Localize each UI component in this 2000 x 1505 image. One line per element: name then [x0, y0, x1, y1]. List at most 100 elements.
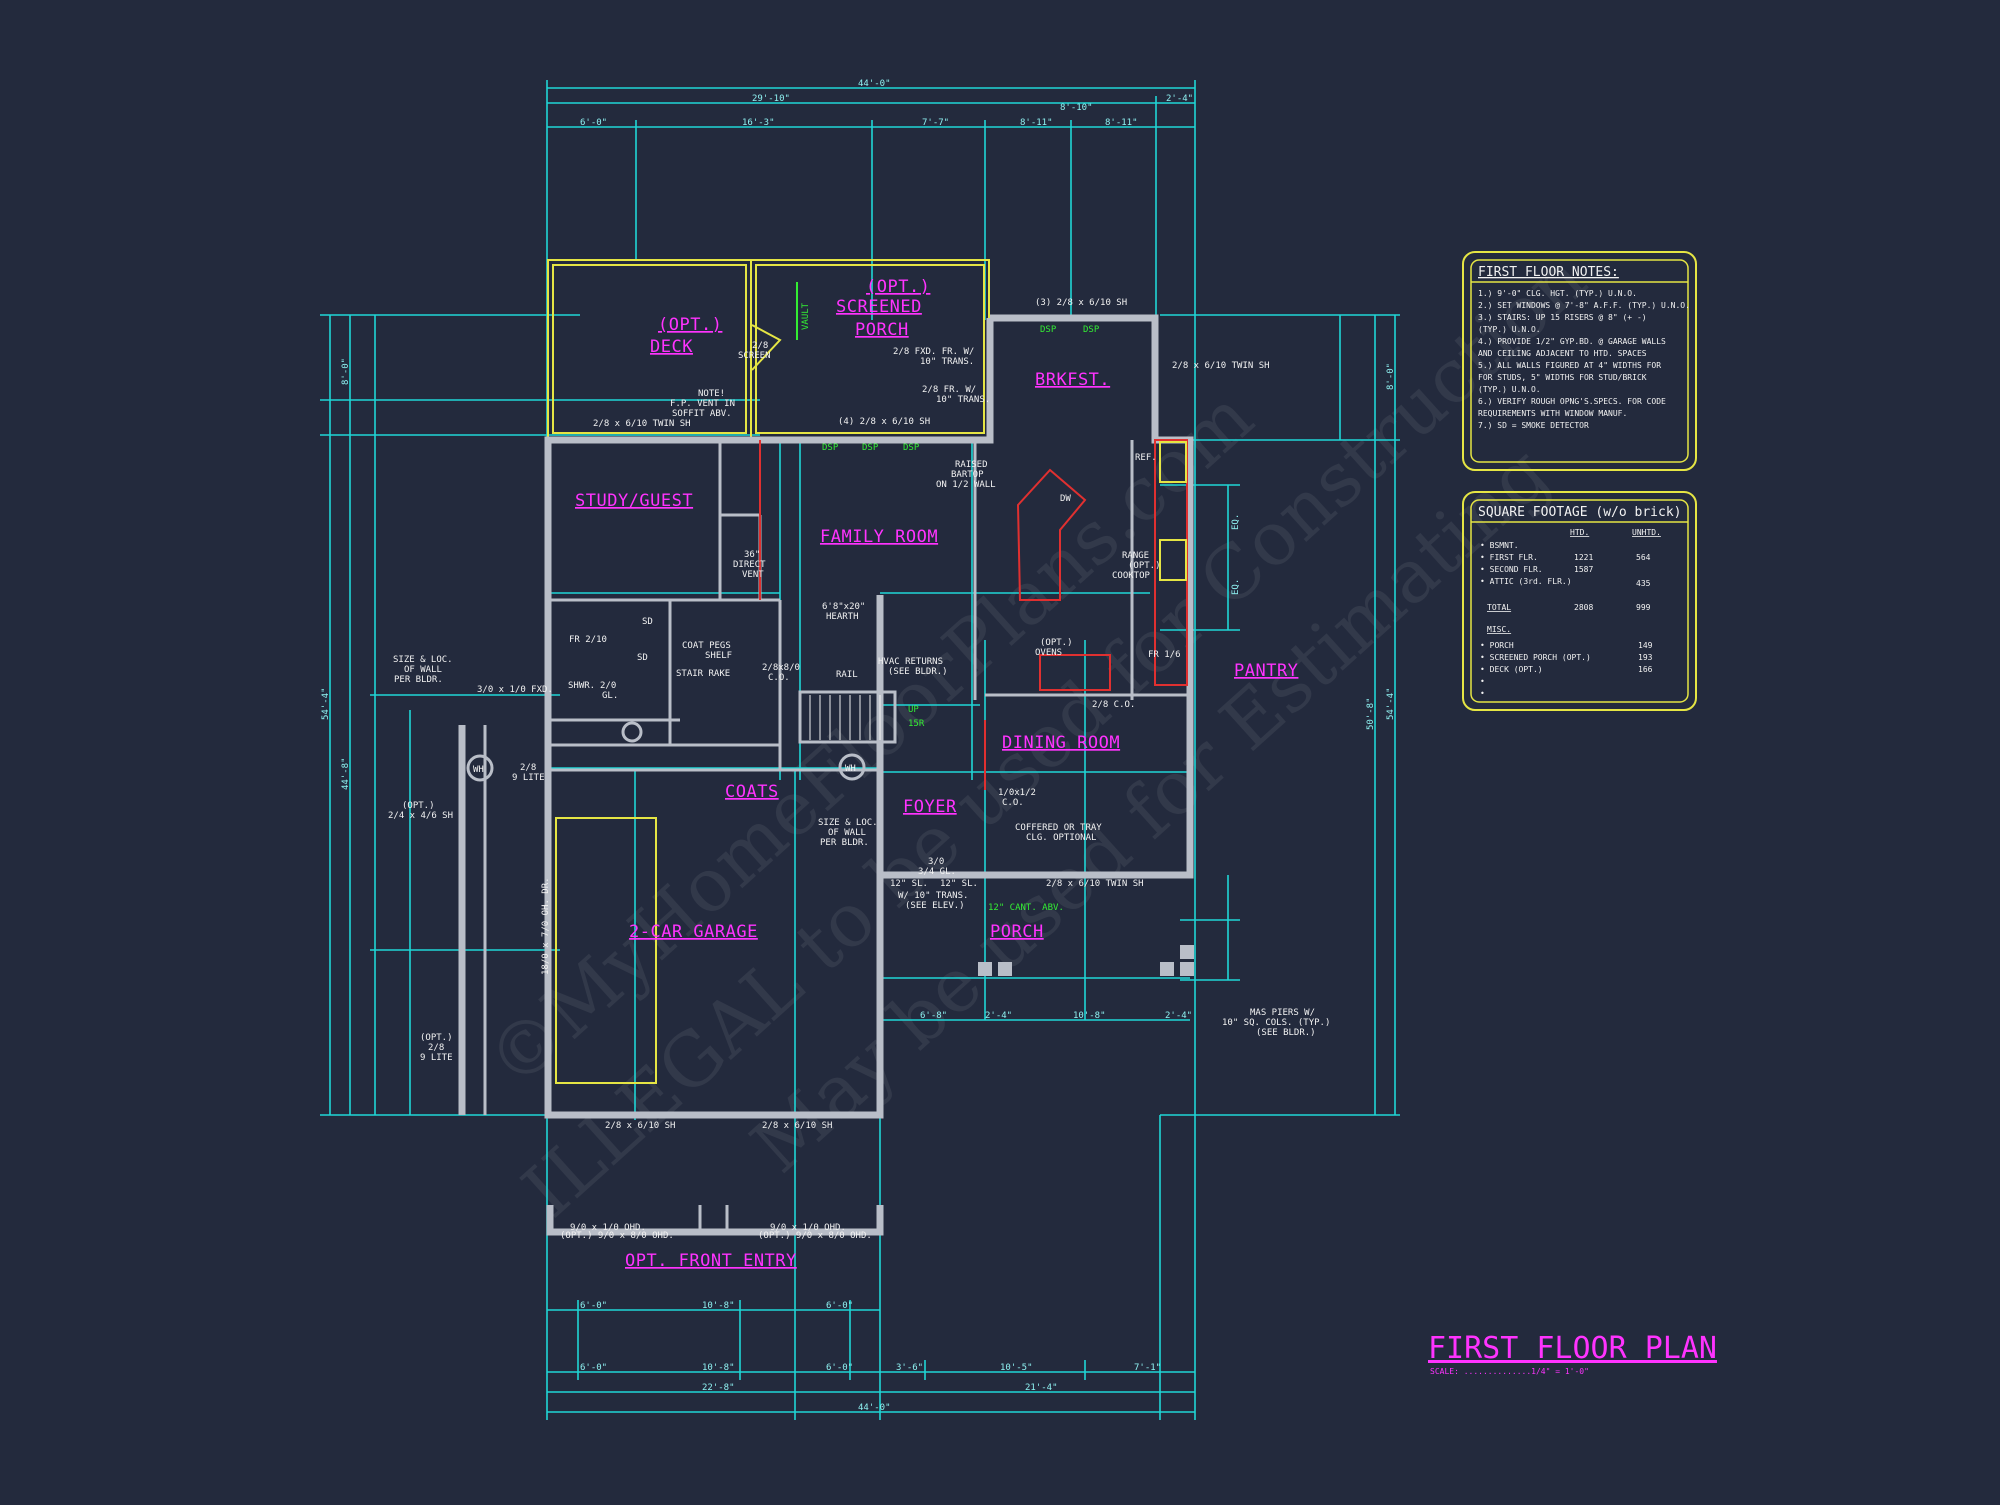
note-line-8: FOR STUDS, 5" WIDTHS FOR STUD/BRICK: [1478, 373, 1647, 382]
dim-top-c1: 6'-0": [580, 118, 607, 128]
room-dining: DINING ROOM: [1002, 733, 1120, 753]
lbl-fxd-310: 3/0 x 1/0 FXD.: [477, 685, 553, 695]
lbl-raised: RAISED: [955, 460, 988, 470]
square-footage-box: SQUARE FOOTAGE (w/o brick) HTD. UNHTD. •…: [1462, 491, 1697, 711]
dim-top-c2: 16'-3": [742, 118, 775, 128]
dim-bot-4: 6'-0": [580, 1363, 607, 1373]
lbl-cant: 12" CANT. ABV.: [988, 903, 1064, 913]
lbl-twin-sh-foyer: 2/8 x 6/10 TWIN SH: [1046, 879, 1144, 889]
lbl-gl-34b: 3/4 GL.: [918, 867, 956, 877]
lbl-opt-lite-2: 2/8: [428, 1043, 444, 1053]
dim-right-overall-2: 54'-4": [1386, 687, 1396, 720]
dim-bot-overall: 44'-0": [858, 1403, 891, 1413]
dim-top-overall: 44'-0": [858, 79, 891, 89]
lbl-co-11: 1/0x1/2: [998, 788, 1036, 798]
lbl-opt-lite-3: 9 LITE: [420, 1053, 453, 1063]
lbl-size-loc-1c: PER BLDR.: [394, 675, 443, 685]
lbl-dsp-5: DSP: [903, 443, 920, 453]
dim-bot-8: 10'-5": [1000, 1363, 1033, 1373]
dim-top-c7: 8'-11": [1105, 118, 1138, 128]
lbl-range-opt: (OPT.): [1128, 561, 1161, 571]
dim-top-c5: 8'-10": [1060, 103, 1093, 113]
water-heater-icon-1: [466, 754, 494, 782]
lbl-gl-2: GL.: [602, 691, 618, 701]
lbl-screen-2: SCREEN: [738, 351, 771, 361]
sqft-misc-2: • SCREENED PORCH (OPT.): [1480, 653, 1591, 662]
lbl-garage-door: 18/0 x 7/0 OH. DR.: [541, 877, 551, 975]
note-line-9: (TYP.) U.N.O.: [1478, 385, 1541, 394]
lbl-opt-sh-2: 2/4 x 4/6 SH: [388, 811, 453, 821]
lbl-lite-28b: 9 LITE: [512, 773, 545, 783]
room-deck-opt: (OPT.): [658, 315, 722, 335]
lbl-oh-1: 9/0 x 1/0 OHD.: [570, 1223, 646, 1233]
dim-porch-2: 2'-4": [985, 1011, 1012, 1021]
dim-bot-2: 10'-8": [702, 1301, 735, 1311]
dim-right-overall: 50'-8": [1366, 697, 1376, 730]
room-screened: SCREENED: [836, 297, 922, 317]
sqft-row-2-htd: 1221: [1574, 553, 1593, 562]
plan-title-block: FIRST FLOOR PLAN SCALE: ..............1/…: [1428, 1331, 1717, 1376]
lbl-co-268b: C.O.: [768, 673, 790, 683]
lbl-four-sh: (4) 2/8 x 6/10 SH: [838, 417, 930, 427]
lbl-shelf: SHELF: [705, 651, 732, 661]
lbl-size-loc-2c: PER BLDR.: [820, 838, 869, 848]
lbl-coffered-2: CLG. OPTIONAL: [1026, 833, 1096, 843]
lbl-twin-sh-top: (3) 2/8 x 6/10 SH: [1035, 298, 1127, 308]
dim-bot-5: 10'-8": [702, 1363, 735, 1373]
sqft-misc-3: • DECK (OPT.): [1480, 665, 1543, 674]
lbl-gl-34: 3/0: [928, 857, 944, 867]
dim-top-c3: 7'-7": [922, 118, 949, 128]
lbl-sd-2: SD: [637, 653, 648, 663]
water-heater-icon-2: [838, 753, 866, 781]
lbl-fp-vent: F.P. VENT IN: [670, 399, 735, 409]
room-porch: PORCH: [990, 922, 1044, 942]
lbl-bartop: BARTOP: [951, 470, 984, 480]
sqft-row-4: • ATTIC (3rd. FLR.): [1480, 577, 1572, 586]
annotations: (3) 2/8 x 6/10 SH 2/8 SCREEN VAULT 2/8 F…: [388, 298, 1330, 1241]
lbl-co-268: 2/8x8/0: [762, 663, 800, 673]
sqft-col-htd: HTD.: [1570, 528, 1589, 537]
room-screened-porch: PORCH: [855, 320, 909, 340]
lbl-hearth-2: HEARTH: [826, 612, 859, 622]
lbl-size-loc-2: SIZE & LOC.: [818, 818, 878, 828]
dim-left-a: 44'-8": [341, 757, 351, 790]
dim-bot-9: 7'-1": [1134, 1363, 1161, 1373]
lbl-gl: 2/0: [600, 681, 616, 691]
lbl-trans: W/ 10" TRANS.: [898, 891, 968, 901]
lbl-sd-1: SD: [642, 617, 653, 627]
lbl-size-loc-1: SIZE & LOC.: [393, 655, 453, 665]
sqft-misc-2-val: 193: [1638, 653, 1653, 662]
sqft-misc-3-val: 166: [1638, 665, 1653, 674]
lbl-coat-pegs: COAT PEGS: [682, 641, 731, 651]
dim-top-c4: 8'-11": [1020, 118, 1053, 128]
lbl-fr-w: 2/8 FR. W/: [922, 385, 976, 395]
room-foyer: FOYER: [903, 797, 957, 817]
lbl-wh-1: WH: [473, 765, 484, 775]
lbl-oh-3: 9/0 x 1/0 OHD.: [770, 1223, 846, 1233]
lbl-trans-2: (SEE ELEV.): [905, 901, 965, 911]
sqft-title: SQUARE FOOTAGE (w/o brick): [1478, 505, 1682, 520]
sqft-total-label: TOTAL: [1487, 603, 1511, 612]
dim-top-a: 29'-10": [752, 94, 790, 104]
lbl-sl-l: 12" SL.: [890, 879, 928, 889]
lbl-twin-sh-right: 2/8 x 6/10 TWIN SH: [1172, 361, 1270, 371]
lbl-coffered: COFFERED OR TRAY: [1015, 823, 1102, 833]
lbl-direct: 36": [744, 550, 760, 560]
note-line-12: 7.) SD = SMOKE DETECTOR: [1478, 421, 1589, 430]
dim-left-b: 8'-0": [341, 358, 351, 385]
room-study: STUDY/GUEST: [575, 491, 693, 511]
dim-bot-1: 6'-0": [580, 1301, 607, 1311]
lbl-soffit: SOFFIT ABV.: [672, 409, 732, 419]
first-floor-notes-box: FIRST FLOOR NOTES: 1.) 9'-0" CLG. HGT. (…: [1462, 251, 1697, 471]
lbl-note: NOTE!: [698, 389, 725, 399]
lbl-rail: RAIL: [836, 670, 858, 680]
room-garage: 2-CAR GARAGE: [629, 922, 758, 942]
dim-bot-3: 6'-0": [826, 1301, 853, 1311]
note-line-11: REQUIREMENTS WITH WINDOW MANUF.: [1478, 409, 1627, 418]
lbl-ref: REF.: [1135, 453, 1157, 463]
lbl-co-28: 2/8 C.O.: [1092, 700, 1135, 710]
note-line-4: (TYP.) U.N.O.: [1478, 325, 1541, 334]
lbl-mas-3: (SEE BLDR.): [1256, 1028, 1316, 1038]
